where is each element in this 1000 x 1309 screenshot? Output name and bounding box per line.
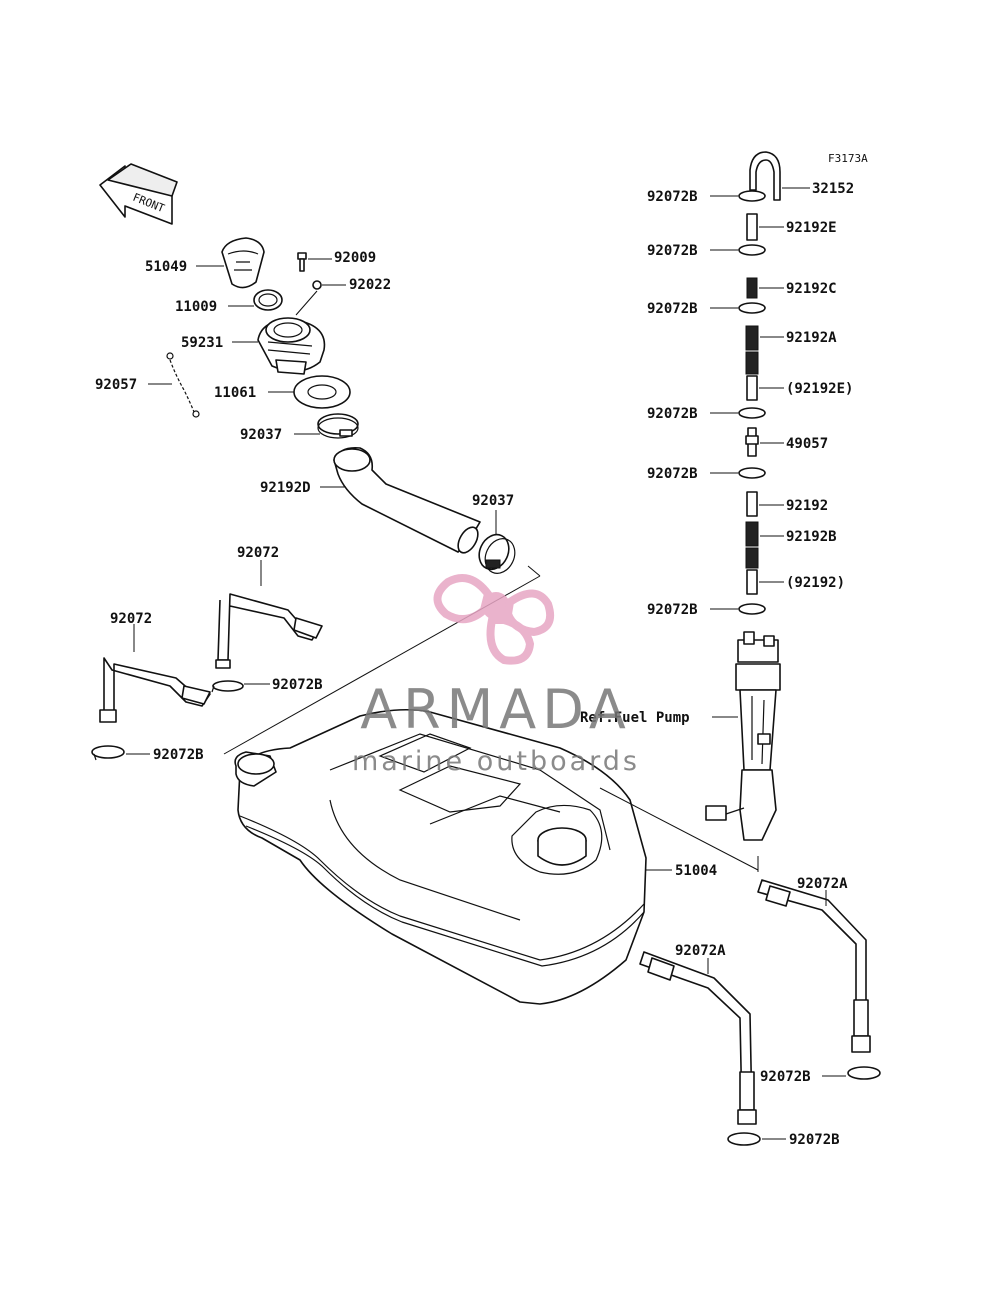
screw-part bbox=[297, 252, 307, 272]
label-92072B-left-upper: 92072B bbox=[272, 677, 323, 693]
label-92192C: 92192C bbox=[786, 281, 837, 297]
label-92037-upper: 92037 bbox=[240, 427, 282, 443]
label-92022: 92022 bbox=[349, 277, 391, 293]
label-92072-rear: 92072 bbox=[237, 545, 279, 561]
label-92072B-strap-upper: 92072B bbox=[760, 1069, 811, 1085]
label-11061: 11061 bbox=[214, 385, 256, 401]
watermark: ARMADA marine outboards bbox=[352, 574, 640, 777]
band-clip-r1-part bbox=[738, 190, 766, 202]
vent-hose-92192E-part bbox=[746, 213, 758, 241]
washer-part bbox=[312, 280, 322, 290]
hose-clamp-upper-part bbox=[317, 413, 359, 439]
label-92192D: 92192D bbox=[260, 480, 311, 496]
reference-fuel-pump-note: Ref.Fuel Pump bbox=[580, 710, 690, 726]
tank-strap-right-outer-part bbox=[757, 879, 871, 1053]
breather-hose-part bbox=[749, 151, 781, 201]
tank-strap-rear-part bbox=[215, 593, 323, 669]
assembly-line-pump bbox=[599, 787, 759, 871]
label-49057: 49057 bbox=[786, 436, 828, 452]
label-92192B: 92192B bbox=[786, 529, 837, 545]
vent-hose-92192C-part bbox=[746, 277, 758, 299]
o-ring-part bbox=[253, 289, 283, 311]
label-92037-lower: 92037 bbox=[472, 493, 514, 509]
band-clip-left-lower-part bbox=[91, 745, 125, 761]
label-11009: 11009 bbox=[175, 299, 217, 315]
label-92072B-r2: 92072B bbox=[647, 243, 698, 259]
band-clip-r4-part bbox=[738, 407, 766, 419]
band-clip-strap-lower-part bbox=[727, 1132, 761, 1146]
label-92192: 92192 bbox=[786, 498, 828, 514]
label-92072B-r1: 92072B bbox=[647, 189, 698, 205]
tank-strap-right-inner-part bbox=[639, 951, 757, 1125]
label-92072A-right: 92072A bbox=[797, 876, 848, 892]
label-92192E-ref: (92192E) bbox=[786, 381, 853, 397]
tank-strap-front-part bbox=[99, 657, 211, 723]
propeller-icon bbox=[433, 574, 555, 665]
hose-clamp-lower-part bbox=[478, 533, 516, 574]
band-clip-r2-part bbox=[738, 244, 766, 256]
label-92192E: 92192E bbox=[786, 220, 837, 236]
filler-cap-cover-part bbox=[221, 237, 265, 289]
vent-hose-92192A-part bbox=[745, 325, 759, 351]
check-valve-part bbox=[745, 427, 759, 457]
label-92009: 92009 bbox=[334, 250, 376, 266]
label-92072B-r6: 92072B bbox=[647, 602, 698, 618]
label-92072B-left-lower: 92072B bbox=[153, 747, 204, 763]
label-51004: 51004 bbox=[675, 863, 717, 879]
filler-hose-part bbox=[333, 446, 481, 554]
tether-cord-part bbox=[166, 352, 200, 418]
watermark-brand: ARMADA bbox=[360, 678, 632, 741]
vent-hose-92192B-part bbox=[745, 521, 759, 547]
label-92072A-left: 92072A bbox=[675, 943, 726, 959]
label-92072B-strap-lower: 92072B bbox=[789, 1132, 840, 1148]
label-92072-front: 92072 bbox=[110, 611, 152, 627]
gasket-part bbox=[293, 375, 351, 409]
label-92057: 92057 bbox=[95, 377, 137, 393]
label-92072B-r4: 92072B bbox=[647, 406, 698, 422]
label-92072B-r3: 92072B bbox=[647, 301, 698, 317]
band-clip-r6-part bbox=[738, 603, 766, 615]
band-clip-left-upper-part bbox=[211, 680, 244, 693]
label-92192A: 92192A bbox=[786, 330, 837, 346]
label-59231: 59231 bbox=[181, 335, 223, 351]
filler-neck-part bbox=[257, 317, 326, 375]
vent-hose-92192-ref-part bbox=[746, 569, 758, 595]
vent-hose-92192-part bbox=[746, 491, 758, 517]
vent-hose-92192E-ref-part bbox=[746, 375, 758, 401]
band-clip-strap-upper-part bbox=[847, 1066, 881, 1080]
band-clip-r5-part bbox=[738, 467, 766, 479]
band-clip-r3-part bbox=[738, 302, 766, 314]
fuel-tank-part bbox=[234, 708, 647, 1005]
diagram-ref-code: F3173A bbox=[828, 152, 868, 165]
front-arrow-icon: FRONT bbox=[99, 163, 178, 225]
label-32152: 32152 bbox=[812, 181, 854, 197]
watermark-tagline: marine outboards bbox=[352, 746, 640, 777]
label-92192-ref: (92192) bbox=[786, 575, 845, 591]
fuel-pump-part bbox=[705, 631, 781, 841]
label-92072B-r5: 92072B bbox=[647, 466, 698, 482]
label-51049: 51049 bbox=[145, 259, 187, 275]
